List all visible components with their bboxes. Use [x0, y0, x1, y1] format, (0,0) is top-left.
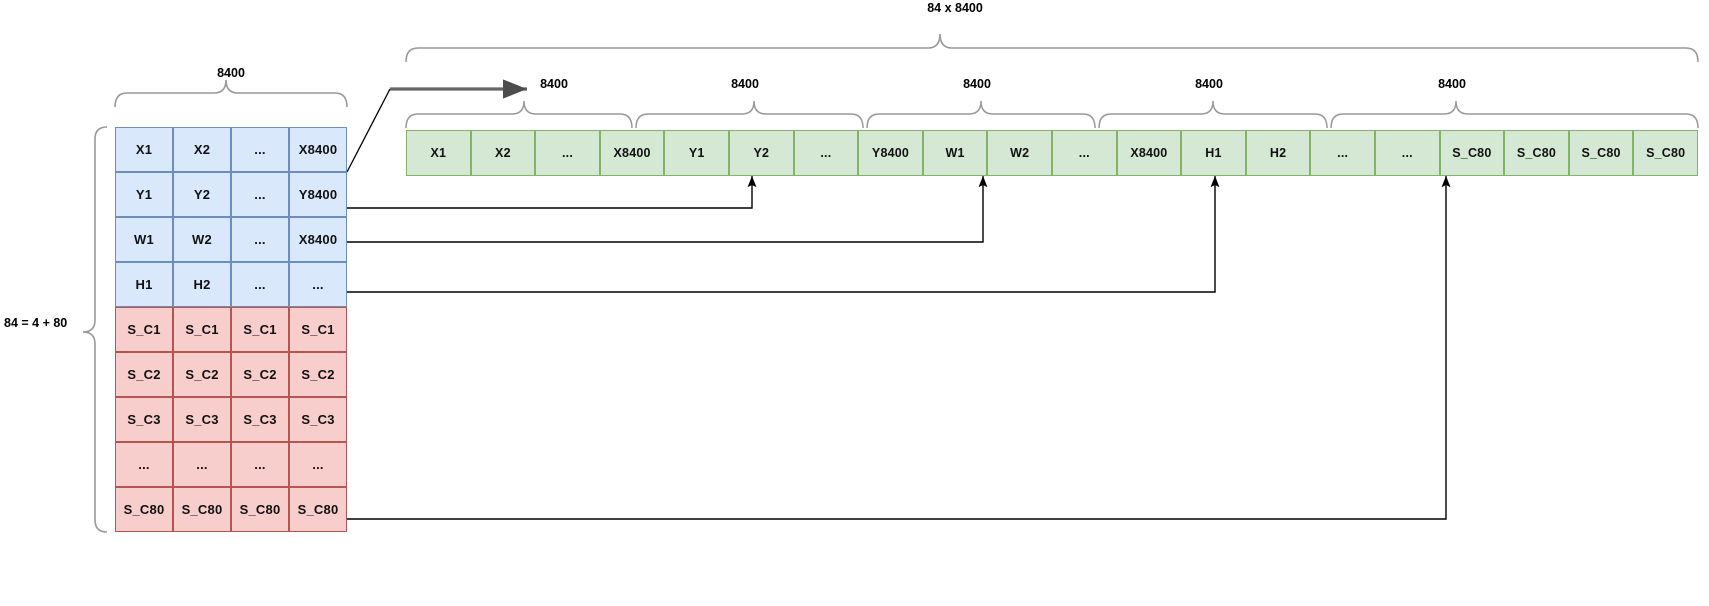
matrix-cell-red: S_C2 — [289, 352, 347, 397]
matrix-cell-red: S_C80 — [173, 487, 231, 532]
flat-row-cell: ... — [793, 130, 859, 176]
matrix-cell-red: S_C3 — [289, 397, 347, 442]
flat-row-cell: X8400 — [599, 130, 665, 176]
brace-group-w — [866, 100, 1096, 129]
matrix-cell-red: S_C1 — [115, 307, 173, 352]
matrix-cell-blue: Y8400 — [289, 172, 347, 217]
flat-row-cell: X2 — [470, 130, 536, 176]
matrix-cell-blue: ... — [231, 127, 289, 172]
flat-row-cell: ... — [1310, 130, 1375, 176]
matrix-cell-blue: ... — [231, 262, 289, 307]
matrix-cell-blue: X8400 — [289, 217, 347, 262]
flat-row-cell: X1 — [406, 130, 471, 176]
matrix-cell-blue: Y2 — [173, 172, 231, 217]
arrow-to-w-block — [347, 176, 988, 243]
arrow-to-h-block — [347, 176, 1220, 293]
flat-row-cell: S_C80 — [1568, 130, 1634, 176]
matrix-cell-red: S_C2 — [173, 352, 231, 397]
matrix-cell-red: S_C3 — [173, 397, 231, 442]
flat-row-cell: H1 — [1181, 130, 1246, 176]
matrix-cell-blue: X8400 — [289, 127, 347, 172]
flat-row-cell: S_C80 — [1504, 130, 1569, 176]
flat-row-cell: X8400 — [1116, 130, 1182, 176]
label-84-equals-4-plus-80: 84 = 4 + 80 — [4, 316, 68, 330]
matrix-cell-red: S_C1 — [289, 307, 347, 352]
flat-row-cell: W2 — [987, 130, 1052, 176]
flat-row-cell: S_C80 — [1439, 130, 1505, 176]
matrix-cell-red: ... — [173, 442, 231, 487]
brace-left-table-top — [114, 79, 348, 108]
matrix-cell-blue: H2 — [173, 262, 231, 307]
matrix-cell-blue: Y1 — [115, 172, 173, 217]
flat-row-cell: ... — [535, 130, 600, 176]
matrix-cell-red: ... — [289, 442, 347, 487]
flat-row-cell: ... — [1375, 130, 1440, 176]
flat-row-cell: ... — [1052, 130, 1117, 176]
brace-left-side — [82, 126, 108, 533]
label-group-8400-y: 8400 — [731, 77, 759, 91]
arrow-to-y-block — [347, 176, 757, 209]
label-group-8400-s: 8400 — [1438, 77, 1466, 91]
matrix-cell-red: S_C3 — [115, 397, 173, 442]
matrix-cell-blue: ... — [231, 217, 289, 262]
label-group-8400-w: 8400 — [963, 77, 991, 91]
matrix-cell-red: S_C1 — [173, 307, 231, 352]
matrix-cell-red: S_C1 — [231, 307, 289, 352]
matrix-cell-red: S_C3 — [231, 397, 289, 442]
arrow-to-s-block — [347, 176, 1451, 520]
flat-row-cell: Y8400 — [858, 130, 923, 176]
brace-group-h — [1098, 100, 1328, 129]
brace-group-y — [635, 100, 864, 129]
matrix-cell-red: S_C2 — [115, 352, 173, 397]
matrix-cell-red: S_C80 — [231, 487, 289, 532]
label-left-table-8400: 8400 — [217, 66, 245, 80]
matrix-cell-red: S_C2 — [231, 352, 289, 397]
matrix-cell-red: ... — [115, 442, 173, 487]
matrix-cell-blue: X1 — [115, 127, 173, 172]
matrix-cell-blue: X2 — [173, 127, 231, 172]
brace-group-x — [405, 100, 633, 129]
matrix-cell-blue: W1 — [115, 217, 173, 262]
label-84-by-8400: 84 x 8400 — [927, 1, 983, 15]
flat-row-cell: H2 — [1245, 130, 1311, 176]
connector-x-diagonal — [346, 88, 391, 173]
flat-row-cell: S_C80 — [1633, 130, 1698, 176]
flat-row-cell: Y2 — [729, 130, 794, 176]
brace-flat-row-total — [405, 33, 1699, 63]
matrix-cell-blue: ... — [289, 262, 347, 307]
brace-group-s — [1330, 100, 1699, 129]
matrix-cell-blue: H1 — [115, 262, 173, 307]
label-group-8400-x: 8400 — [540, 77, 568, 91]
matrix-cell-red: ... — [231, 442, 289, 487]
matrix-cell-red: S_C80 — [115, 487, 173, 532]
label-group-8400-h: 8400 — [1195, 77, 1223, 91]
flat-row-cell: W1 — [922, 130, 988, 176]
matrix-cell-blue: ... — [231, 172, 289, 217]
matrix-cell-blue: W2 — [173, 217, 231, 262]
matrix-cell-red: S_C80 — [289, 487, 347, 532]
flat-row-cell: Y1 — [664, 130, 729, 176]
